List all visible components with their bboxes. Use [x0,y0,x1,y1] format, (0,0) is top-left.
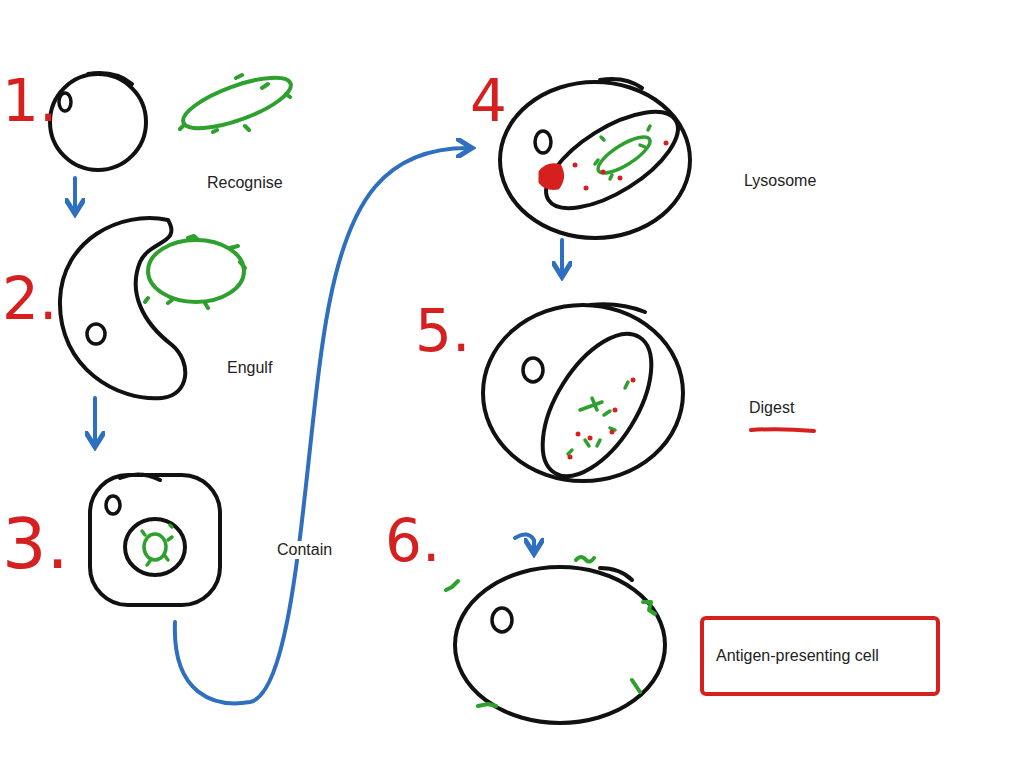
step-arrow [73,178,77,210]
step-number: 1. [2,70,57,134]
antigen-presenting-cell-drawing [455,567,665,723]
step-arrow [560,240,564,273]
step-number: 3. [2,506,69,583]
bacterium [142,525,172,565]
step-label: Digest [747,399,796,417]
enzyme-dots [573,141,669,191]
label-box: Antigen-presenting cell [700,616,940,696]
box-text: Antigen-presenting cell [716,647,924,665]
digesting-cell [483,304,683,494]
bacterium [145,236,245,308]
enzyme-dots [568,378,636,460]
phagosome-cell [90,474,220,605]
step-label: Engulf [225,359,274,377]
lysosome-cell [500,79,693,238]
bacterium [593,126,654,179]
step-arrow [93,398,97,443]
step-arrow [175,148,468,703]
step-number: 5. [415,300,470,364]
phagocyte-cell [50,73,146,170]
bacterium [178,68,297,139]
step-number: 2. [2,268,57,332]
step-number: 6. [385,510,440,574]
step-label: Recognise [205,174,285,192]
step-arrow [515,534,534,550]
underline [751,429,814,431]
bacterium-fragments [568,382,628,454]
presented-antigens [446,557,655,706]
step-number: 4 [470,70,507,134]
step-label: Lysosome [742,172,818,190]
step-label: Contain [275,541,334,559]
